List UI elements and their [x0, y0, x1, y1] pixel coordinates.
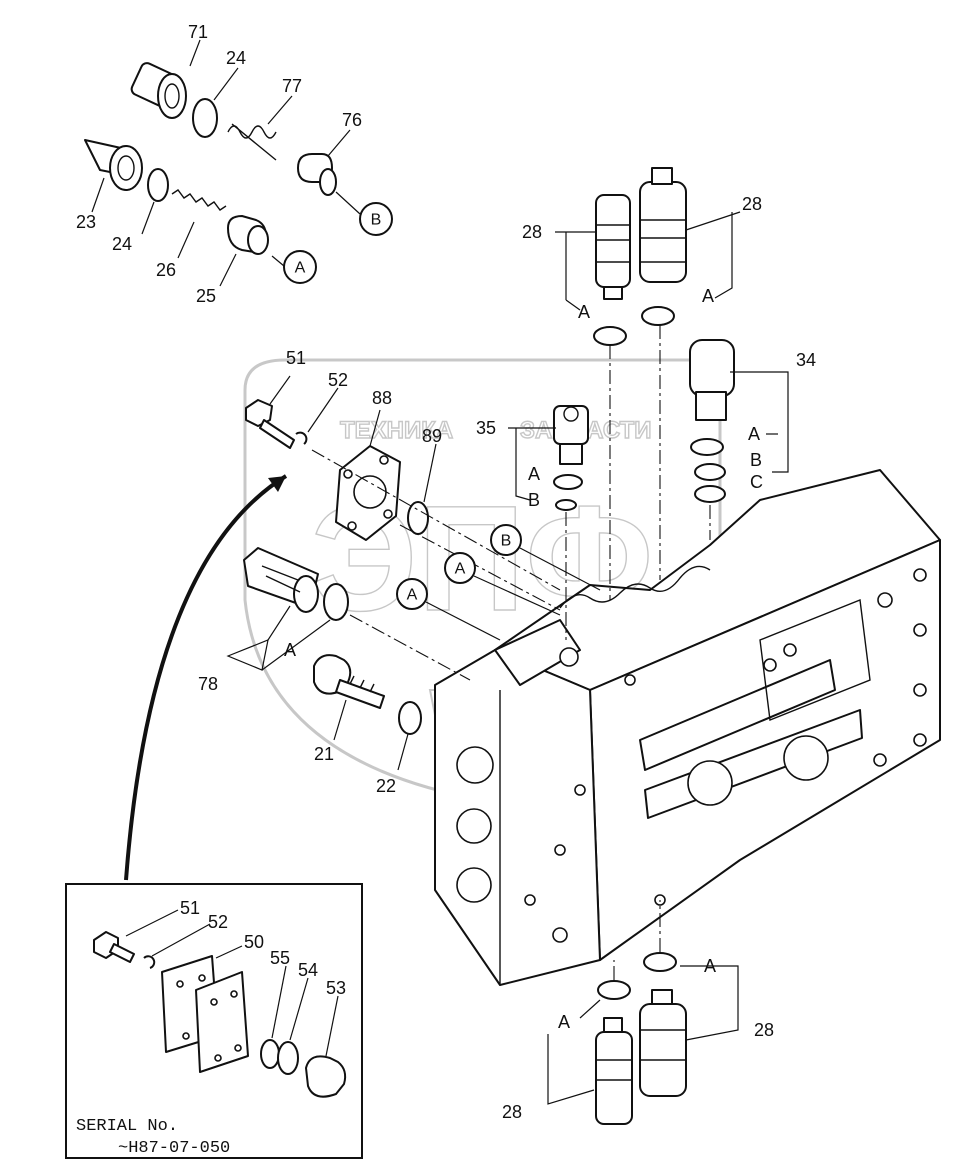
callout-76: 76: [342, 110, 362, 130]
callout-21: 21: [314, 744, 334, 764]
callout-77: 77: [282, 76, 302, 96]
part-21-socket-bolt: [313, 654, 385, 709]
part-22-oring: [398, 701, 422, 735]
oring-35-A: [553, 474, 583, 490]
inset-part-54-oring: [277, 1041, 299, 1075]
part-89-oring: [407, 501, 429, 535]
ring-marker-A-label: A: [295, 260, 306, 277]
part-71-plug: [130, 62, 187, 119]
callout-24: 24: [112, 234, 132, 254]
letter-C: C: [750, 472, 763, 492]
letter-A: A: [578, 302, 590, 322]
part-24-oring-upper: [192, 98, 218, 138]
port-hole-front-2: [456, 808, 492, 844]
callout-71: 71: [188, 22, 208, 42]
port-hole-front-1: [456, 746, 494, 784]
oring-28-upper-right: [641, 306, 675, 326]
callout-28: 28: [754, 1020, 774, 1040]
callout-28: 28: [522, 222, 542, 242]
inset-callout-55: 55: [270, 948, 290, 968]
callout-78: 78: [198, 674, 218, 694]
letter-A: A: [284, 640, 296, 660]
letter-A: A: [704, 956, 716, 976]
ring-marker-B: [490, 524, 522, 556]
inset-callout-51: 51: [180, 898, 200, 918]
inset-part-52-washer: [143, 955, 156, 969]
inset-part-51-bolt: [93, 931, 135, 963]
callout-26: 26: [156, 260, 176, 280]
part-34-plug: [689, 339, 735, 421]
part-23-body: [84, 139, 143, 191]
callout-34: 34: [796, 350, 816, 370]
ring-marker-A-label: A: [407, 587, 418, 604]
inset-callout-50: 50: [244, 932, 264, 952]
callout-52: 52: [328, 370, 348, 390]
part-28-relief-valve-upper-right: [639, 167, 687, 283]
callout-28: 28: [502, 1102, 522, 1122]
letter-A: A: [748, 424, 760, 444]
callout-24: 24: [226, 48, 246, 68]
ring-35-B: [555, 499, 577, 511]
inset-part-53-plug: [305, 1055, 347, 1098]
reference-arrow: [124, 474, 288, 881]
inset-part-50-plates: [161, 955, 249, 1073]
spool-end-1: [687, 760, 733, 806]
inset-part-55-ring: [260, 1039, 280, 1069]
callout-88: 88: [372, 388, 392, 408]
ring-34-C: [694, 485, 726, 503]
callout-51: 51: [286, 348, 306, 368]
reference-arrowhead: [268, 476, 286, 492]
ring-marker-B-label: B: [371, 212, 382, 229]
ring-34-B: [694, 463, 726, 481]
ring-marker-A: [283, 250, 317, 284]
serial-inset: 51 52 50 55 54 53 SERIAL No. ~H87-07-050: [65, 883, 363, 1159]
port-hole-top: [559, 647, 579, 667]
watermark-brand-left: ТЕХНИКА: [340, 417, 453, 444]
oring-28-lower-left: [597, 980, 631, 1000]
inset-callout-53: 53: [326, 978, 346, 998]
part-76-poppet: [297, 153, 337, 196]
oring-34-A: [690, 438, 724, 456]
part-77-spring: [227, 123, 277, 161]
letter-B: B: [528, 490, 540, 510]
letter-A: A: [558, 1012, 570, 1032]
ring-marker-A: [444, 552, 476, 584]
callout-25: 25: [196, 286, 216, 306]
part-35-check-valve: [553, 405, 589, 465]
oring-78: [323, 583, 349, 621]
part-28-relief-valve-upper-left: [595, 194, 631, 300]
part-51-bolt: [245, 399, 295, 449]
part-28-relief-valve-lower-right: [639, 989, 687, 1097]
inset-callout-52: 52: [208, 912, 228, 932]
oring-28-upper-left: [593, 326, 627, 346]
spool-end-2: [783, 735, 829, 781]
callout-35: 35: [476, 418, 496, 438]
letter-A: A: [702, 286, 714, 306]
part-52-washer: [295, 431, 308, 445]
part-78-valve-cartridge: [243, 547, 319, 613]
oring-28-lower-right: [643, 952, 677, 972]
callout-28: 28: [742, 194, 762, 214]
letter-A: A: [528, 464, 540, 484]
ring-marker-B: [359, 202, 393, 236]
part-24-oring-lower: [147, 168, 169, 202]
callout-23: 23: [76, 212, 96, 232]
ring-marker-B-label: B: [501, 533, 512, 550]
letter-B: B: [750, 450, 762, 470]
port-hole-front-3: [456, 867, 492, 903]
part-25-poppet: [227, 215, 269, 255]
inset-callout-54: 54: [298, 960, 318, 980]
callout-22: 22: [376, 776, 396, 796]
part-28-relief-valve-lower-left: [595, 1017, 633, 1125]
control-valve-block: [434, 469, 941, 986]
ring-marker-A-label: A: [455, 561, 466, 578]
ring-marker-A: [396, 578, 428, 610]
serial-label: SERIAL No.: [76, 1117, 178, 1136]
callout-89: 89: [422, 426, 442, 446]
part-26-spring: [171, 189, 227, 211]
serial-range: ~H87-07-050: [118, 1139, 230, 1158]
